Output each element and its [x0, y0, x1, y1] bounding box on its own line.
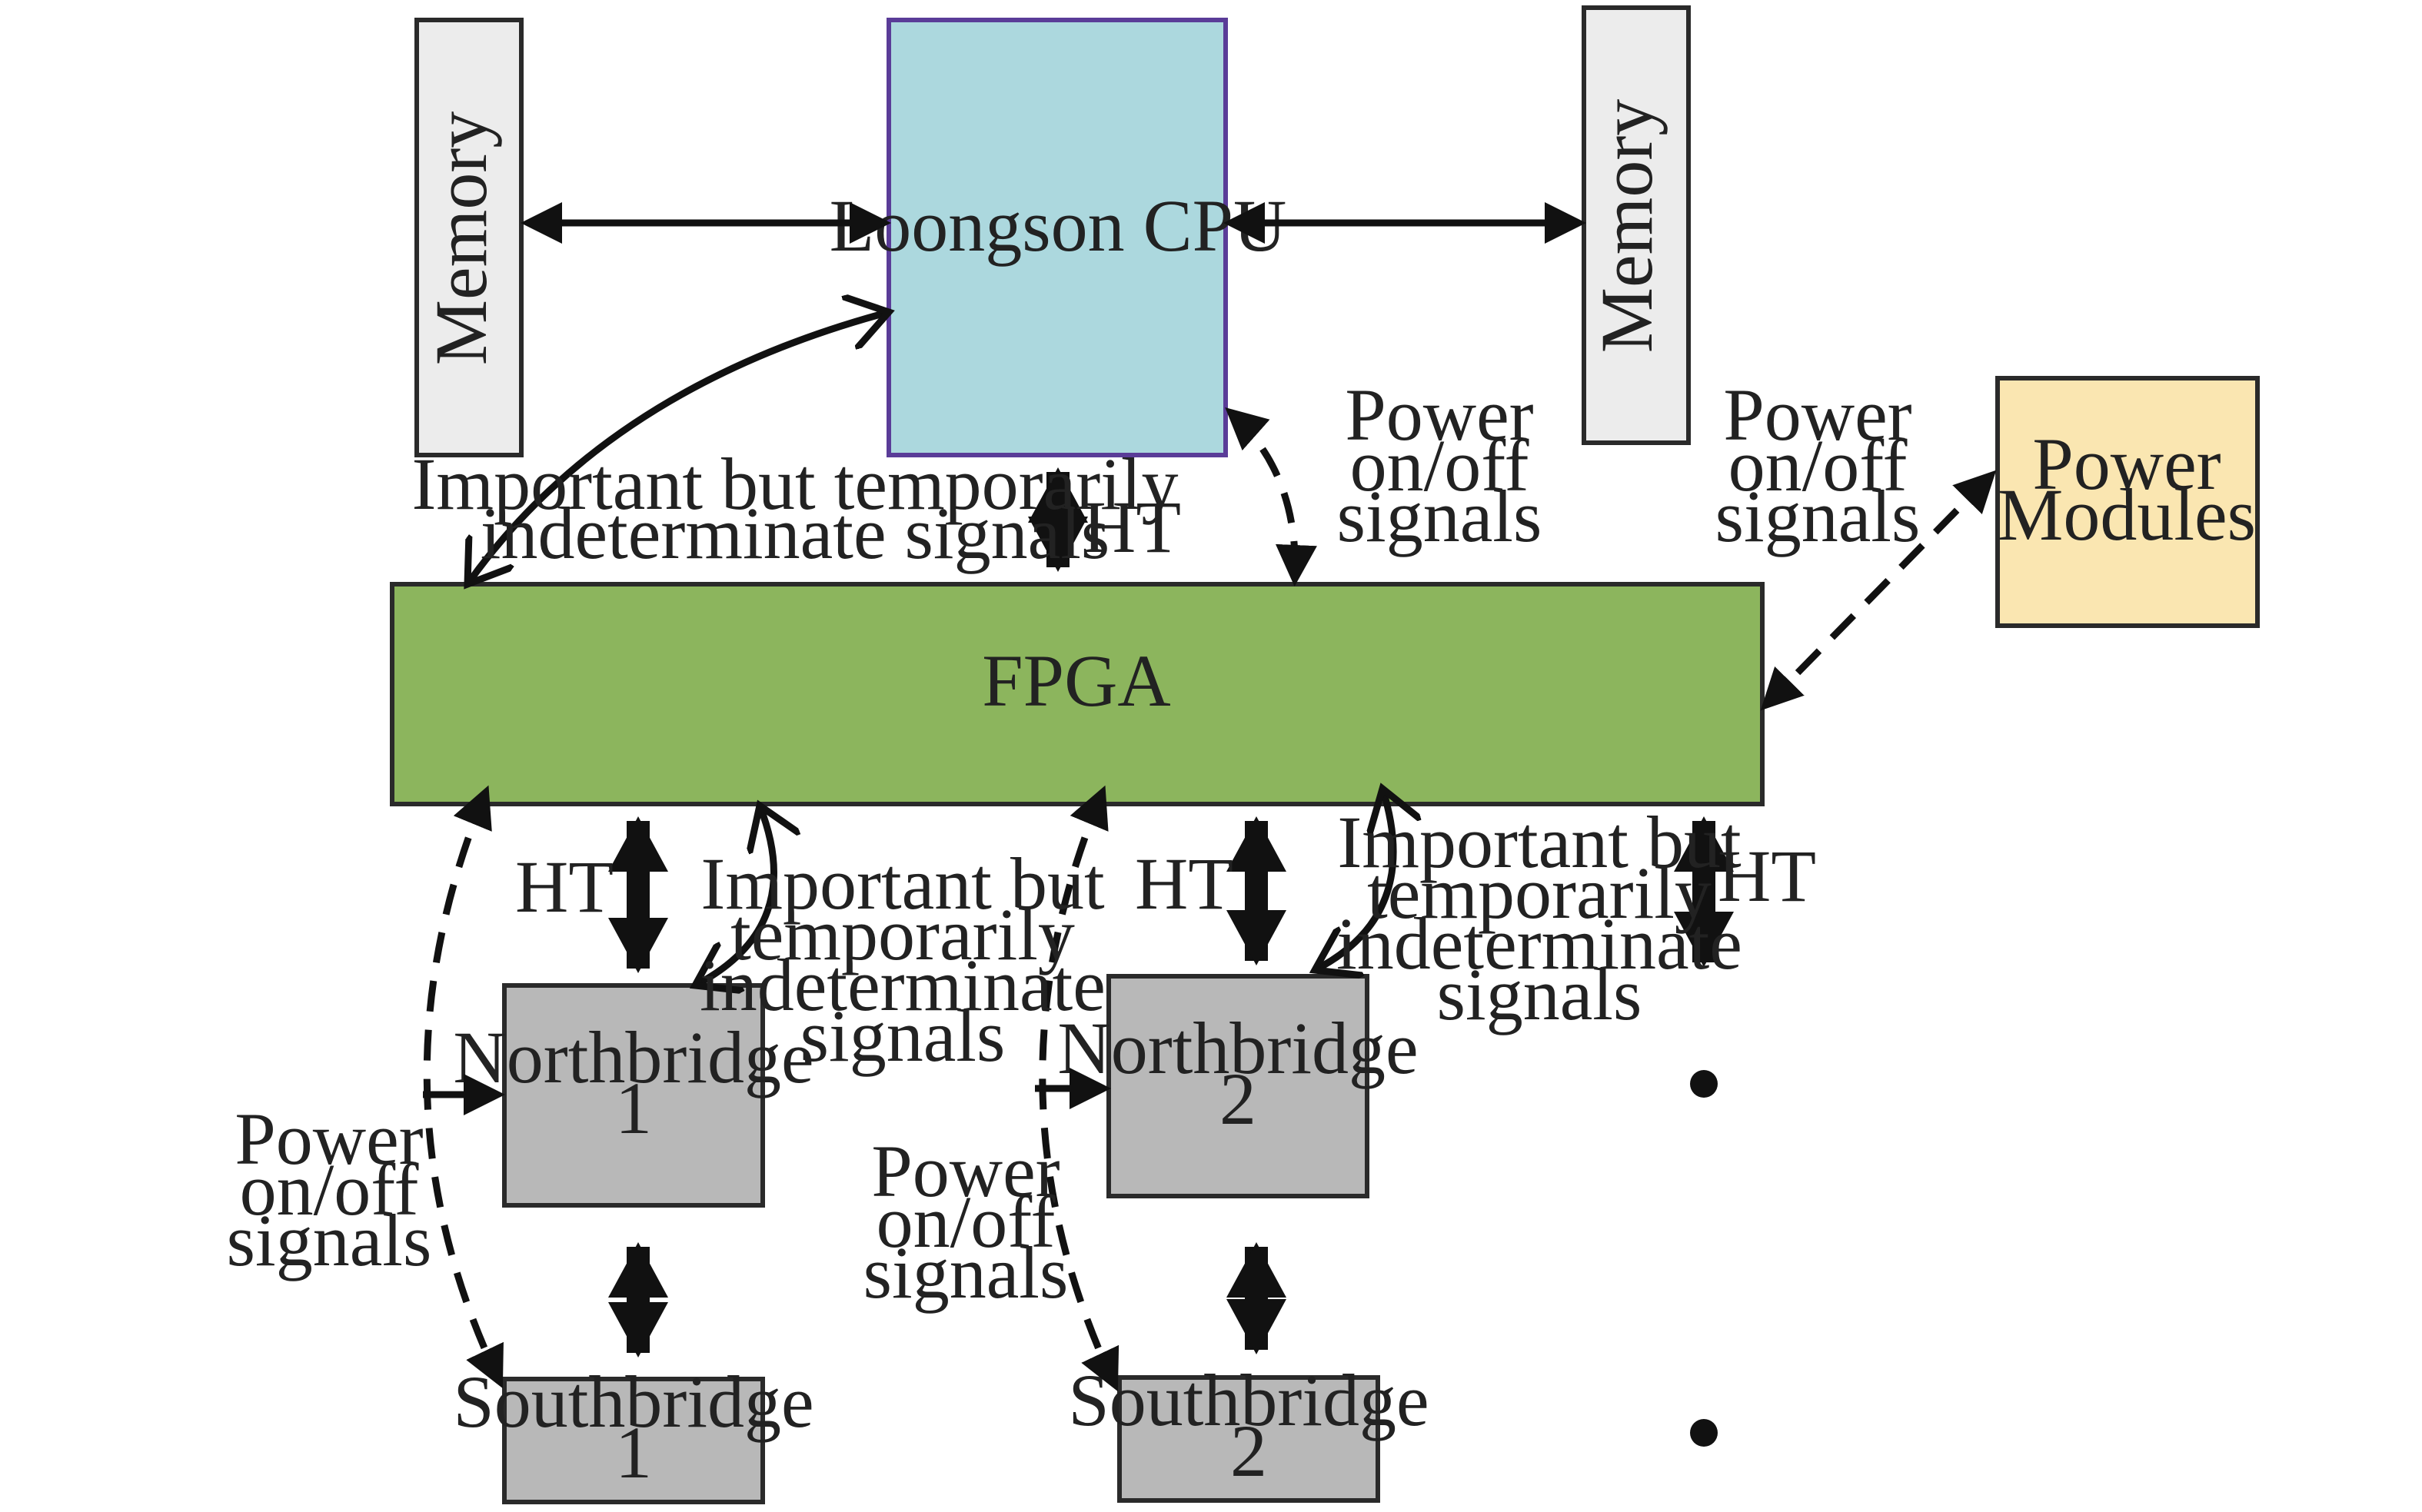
- nb2-power-signals-label-line3: signals: [863, 1231, 1069, 1314]
- fpga-southbridge1-power-signal-link: [423, 785, 504, 1389]
- cpu-important-signals-label-line2: indeterminate signals: [481, 492, 1110, 574]
- cpu-power-signals-label-line2: on/off: [1350, 424, 1529, 507]
- continuation-dot-lower: [1690, 1419, 1718, 1447]
- northbridge-1-label-line1: Northbridge: [453, 1016, 813, 1098]
- nb1-important-signals-label-line4: signals: [800, 995, 1006, 1077]
- fpga-label: FPGA: [982, 640, 1170, 722]
- nb2-power-signals-label-line2: on/off: [877, 1181, 1056, 1263]
- cpu-power-signals-label-line1: Power: [1345, 374, 1533, 456]
- module-power-signals-label-line3: signals: [1715, 475, 1921, 557]
- additional-ht-label: HT: [1718, 835, 1816, 917]
- southbridge-2-block: [1117, 1375, 1380, 1503]
- continuation-dot-upper: [1690, 1070, 1718, 1098]
- nb1-ht-label: HT: [515, 846, 614, 928]
- southbridge-1-label-line1: Southbridge: [453, 1361, 813, 1443]
- power-modules-fpga-link: [1760, 470, 1997, 711]
- nb2-ht-label: HT: [1135, 842, 1233, 925]
- fpga-northbridge2-important-signals-curve: [1315, 789, 1393, 970]
- nb1-important-signals-label-line3: indeterminate: [700, 944, 1106, 1026]
- nb1-power-signals-label-line3: signals: [227, 1199, 432, 1281]
- northbridge-1-label-line2: 1: [615, 1067, 652, 1149]
- nb2-important-signals-label-line1: Important but: [1337, 801, 1742, 883]
- northbridge-2-block: [1106, 974, 1369, 1198]
- cpu-ht-label: HT: [1083, 486, 1181, 568]
- memory-right-label: Memory: [1585, 99, 1668, 354]
- cpu-important-signals-label-line1: Important but temporarily: [411, 443, 1178, 525]
- nb2-power-signals-label-line1: Power: [871, 1130, 1060, 1212]
- northbridge-2-label-line2: 2: [1219, 1058, 1256, 1140]
- nb2-important-signals-label-line3: indeterminate: [1336, 902, 1742, 985]
- fpga-northbridge1-important-signals-curve: [695, 806, 774, 985]
- southbridge-2-label-line2: 2: [1230, 1410, 1267, 1492]
- module-power-signals-label-line1: Power: [1723, 374, 1911, 456]
- northbridge-1-block: [502, 983, 765, 1208]
- module-power-signals-label-line2: on/off: [1728, 424, 1908, 507]
- power-modules-block: [1995, 376, 2260, 628]
- cpu-block: [887, 18, 1228, 457]
- cpu-power-signals-label-line3: signals: [1337, 475, 1542, 557]
- nb1-important-signals-label-line1: Important but: [700, 842, 1105, 925]
- nb2-important-signals-label-line4: signals: [1437, 953, 1642, 1035]
- cpu-fpga-important-signals-curve: [467, 312, 889, 584]
- cpu-label: Loongson CPU: [830, 184, 1287, 267]
- memory-left-label: Memory: [420, 111, 502, 366]
- nb1-power-signals-label-line1: Power: [235, 1098, 423, 1180]
- nb2-important-signals-label-line2: temporarily: [1367, 852, 1712, 934]
- nb1-important-signals-label-line2: temporarily: [730, 893, 1075, 975]
- cpu-fpga-power-signal-link: [1225, 407, 1317, 587]
- southbridge-2-label-line1: Southbridge: [1068, 1359, 1429, 1441]
- power-modules-label-line1: Power: [2032, 423, 2221, 505]
- memory-right-block: [1582, 5, 1691, 445]
- power-modules-label-line2: Modules: [1998, 474, 2256, 556]
- southbridge-1-block: [502, 1377, 765, 1504]
- southbridge-1-label-line2: 1: [615, 1411, 652, 1494]
- nb1-power-signals-label-line2: on/off: [240, 1148, 419, 1231]
